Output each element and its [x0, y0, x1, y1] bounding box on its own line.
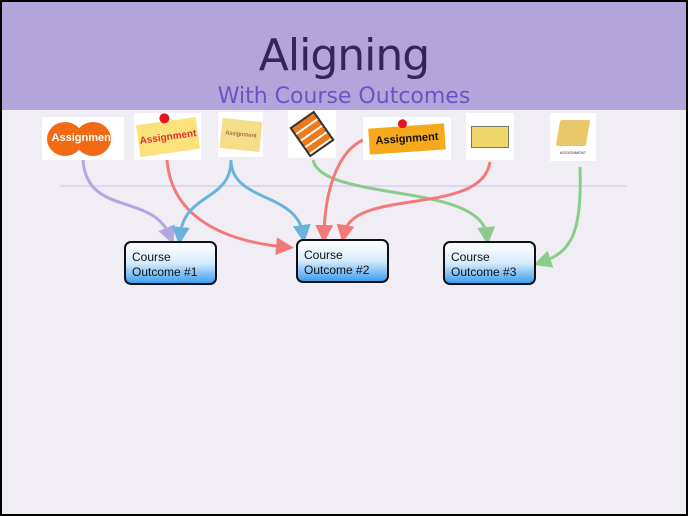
- weight-icon: [471, 125, 509, 148]
- course-outcome-1: Course Outcome #1: [124, 241, 217, 285]
- assignment-image-2: Assignment: [134, 112, 201, 160]
- header-band: Aligning With Course Outcomes: [2, 2, 686, 110]
- outcome-line2: Outcome #2: [304, 263, 370, 277]
- checklist-icon: [289, 110, 335, 158]
- assignment-image-5: Assignment: [363, 117, 451, 160]
- slide-subtitle: With Course Outcomes: [217, 84, 471, 109]
- arrow-6-to-outcome-2: [336, 161, 492, 243]
- outcome-line1: Course: [451, 250, 490, 264]
- assignment-label: ASSIGNMENT: [559, 149, 587, 155]
- folder-image: ASSIGNMENT: [550, 113, 596, 161]
- outcome-line1: Course: [132, 250, 171, 264]
- arrow-5-to-outcome-2: [315, 138, 364, 243]
- arrow-1-to-outcome-1: [81, 159, 175, 245]
- assignment-image-3: Assignment: [218, 112, 263, 157]
- checklist-image: [288, 110, 336, 158]
- arrow-7-to-outcome-3: [533, 166, 582, 268]
- assignment-label: Assignment: [224, 129, 257, 140]
- assignment-label: Assignment: [138, 127, 197, 146]
- assignment-image-1: Assignment: [42, 117, 124, 160]
- outcome-line1: Course: [304, 248, 343, 262]
- assignment-label: Assignment: [375, 130, 439, 147]
- arrow-3-to-outcome-2: [229, 159, 311, 243]
- folder-icon: [555, 119, 591, 146]
- slide-title: Aligning: [258, 30, 430, 81]
- pin-icon: [397, 118, 408, 129]
- outcome-line2: Outcome #3: [451, 265, 517, 279]
- course-outcome-3: Course Outcome #3: [443, 241, 536, 285]
- weight-box-image: [466, 113, 514, 160]
- outcome-line2: Outcome #1: [132, 265, 198, 279]
- arrow-2-to-outcome-2: [165, 159, 294, 256]
- assignment-label: Assignment: [51, 131, 115, 144]
- pin-icon: [158, 112, 170, 124]
- course-outcome-2: Course Outcome #2: [296, 239, 389, 283]
- arrow-3-to-outcome-1: [171, 159, 233, 245]
- arrow-4-to-outcome-3: [311, 159, 496, 245]
